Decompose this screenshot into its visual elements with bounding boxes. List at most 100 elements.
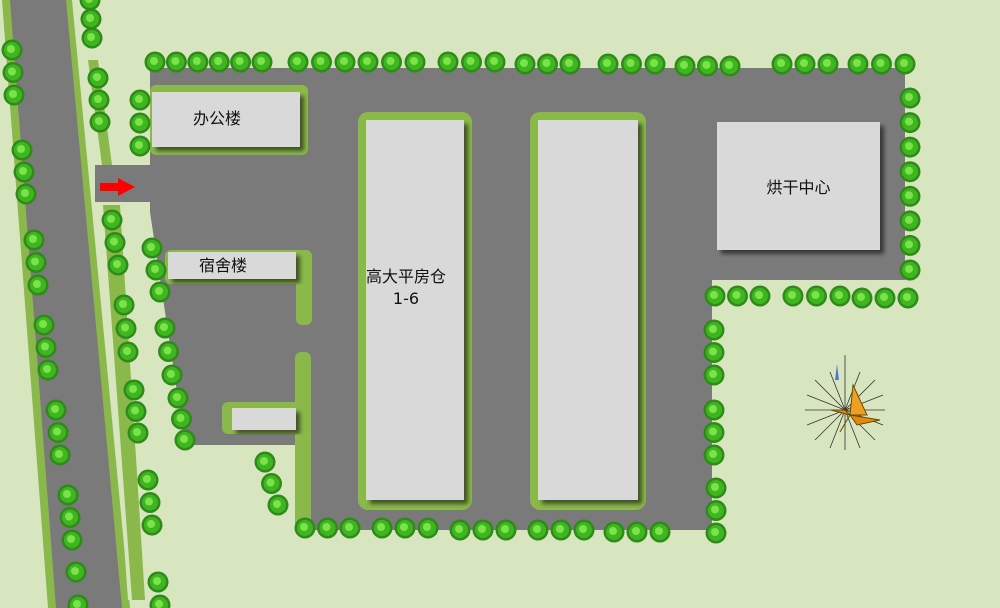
tree-icon [261,473,282,494]
tree-icon [129,135,151,157]
tree-icon [897,287,919,309]
tree-icon [437,51,459,73]
tree-icon [3,84,25,106]
tree-icon [104,232,126,253]
tree-icon [67,594,89,608]
tree-icon [107,254,129,276]
tree-icon [27,274,49,296]
tree-icon [703,364,725,386]
compass-rose-icon [805,355,885,450]
tree-icon [49,444,71,466]
tree-icon [703,422,725,443]
tree-icon [371,517,393,539]
tree-icon [129,89,151,111]
tree-icon [79,0,101,11]
tree-icon [674,55,696,77]
tree-icon [697,55,718,77]
tree-icon [703,319,725,341]
tree-icon [65,561,87,583]
main-road-surface [10,0,122,608]
tree-icon [339,517,361,539]
tree-icon [705,522,727,544]
tree-icon [88,89,110,111]
tree-icon [703,444,725,466]
tree-icon [461,51,482,73]
tree-icon [154,317,176,339]
tree-icon [80,8,102,30]
dryer-building [717,122,880,250]
tree-icon [57,484,79,506]
tree-icon [851,287,873,309]
tree-icon [158,341,179,362]
tree-icon [705,500,727,521]
tree-icon [771,53,793,75]
tree-icon [147,571,169,593]
tree-icon [621,53,642,75]
tree-icon [230,51,252,73]
tree-icon [123,379,145,401]
tree-icon [394,517,416,539]
tree-icon [705,477,727,499]
tree-icon [847,53,869,75]
divider-green-strip-lower [295,352,311,530]
tree-icon [113,294,135,316]
tree-icon [208,51,230,73]
tree-layer [1,0,921,608]
tree-icon [89,111,111,133]
tree-icon [139,492,161,513]
tree-icon [2,62,24,83]
tree-icon [47,422,69,443]
tree-icon [13,161,35,183]
tree-icon [472,519,494,541]
office-building [152,92,300,147]
tree-icon [144,51,166,73]
tree-icon [287,51,309,73]
tree-icon [61,529,83,551]
tree-icon [129,112,151,134]
tree-icon [117,341,139,363]
tree-icon [267,494,289,516]
tree-icon [829,285,851,307]
tree-icon [165,51,187,73]
tree-icon [899,161,921,183]
tree-icon [37,359,59,381]
tree-icon [704,285,726,307]
tree-icon [417,517,439,539]
warehouse-sublabel: 1-6 [392,289,420,308]
tree-icon [81,27,103,49]
tree-icon [899,259,921,281]
tree-icon [899,136,921,158]
tree-icon [644,53,666,75]
tree-icon [357,51,379,73]
tree-icon [782,285,804,307]
tree-icon [127,422,149,444]
tree-icon [141,514,163,536]
tree-icon [11,139,33,161]
tree-icon [141,237,163,259]
tree-icon [149,594,171,608]
tree-icon [649,521,671,543]
right-arrow-icon [100,178,135,196]
warehouse-building-2 [538,120,638,500]
tree-icon [727,285,748,307]
tree-icon [125,401,147,422]
tree-icon [187,51,209,73]
office-label: 办公楼 [192,109,241,128]
tree-icon [537,53,558,75]
tree-icon [559,53,581,75]
tree-icon [167,387,189,409]
tree-icon [527,519,549,541]
tree-icon [514,53,536,75]
tree-icon [1,39,23,61]
tree-icon [603,521,625,543]
divider-green-strip [296,250,312,325]
tree-icon [33,314,55,336]
tree-icon [874,287,896,309]
tree-icon [573,519,595,541]
tree-icon [749,285,771,307]
tree-icon [899,112,921,134]
tree-icon [174,429,196,451]
tree-icon [334,51,356,73]
tree-icon [597,53,619,75]
